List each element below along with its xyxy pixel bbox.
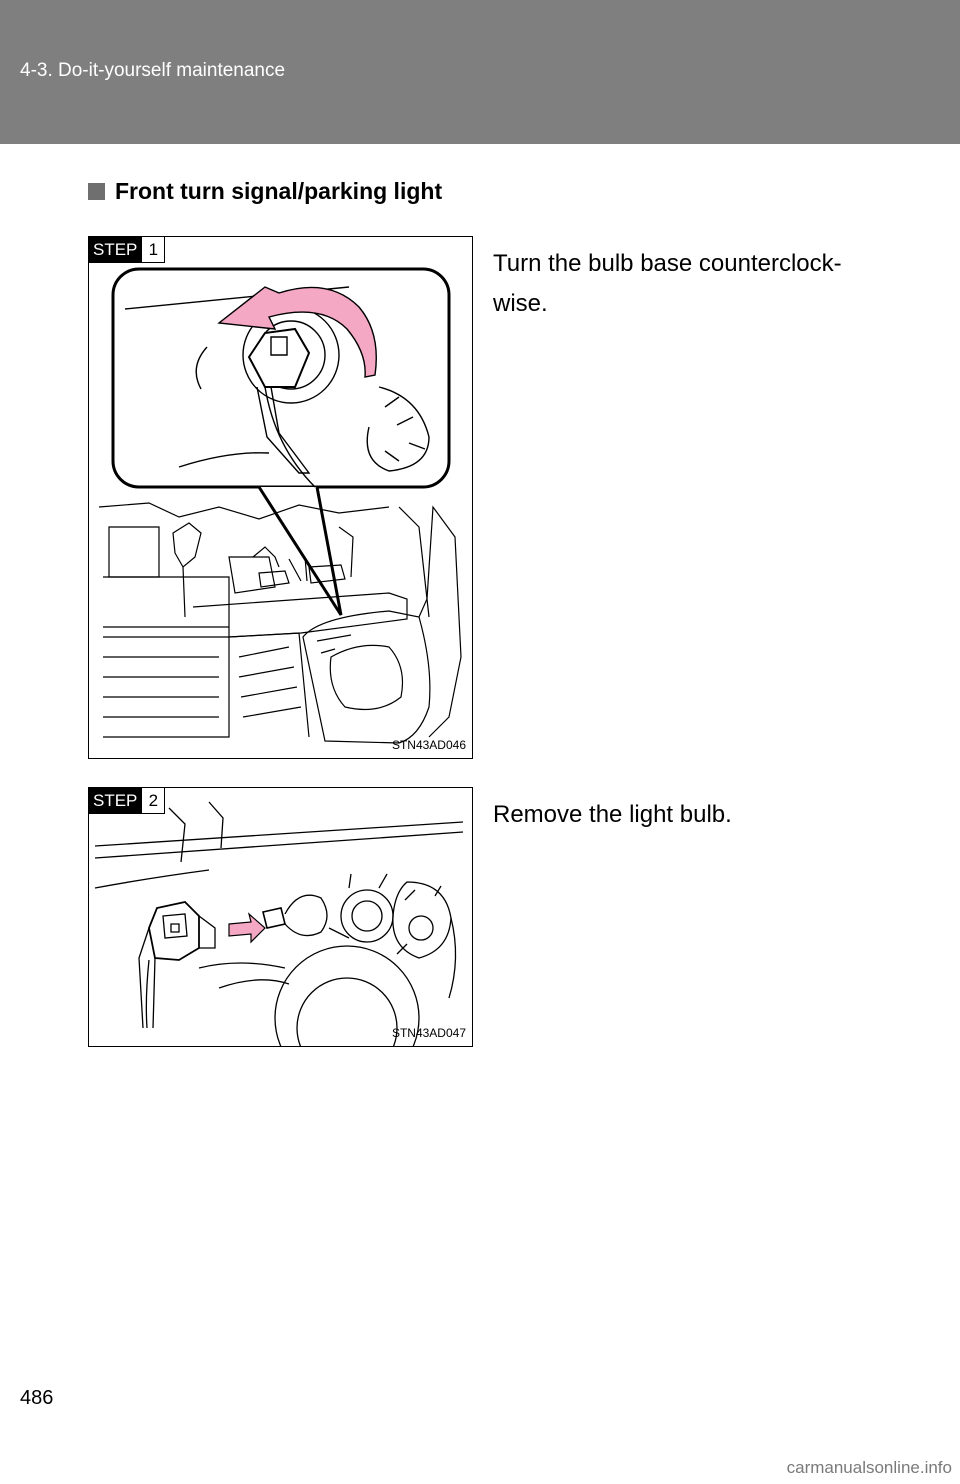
step-number: 1 <box>141 237 166 263</box>
step-2-label: STEP 2 <box>89 788 166 814</box>
step-2-illustration <box>94 801 464 1046</box>
step-1-instruction: Turn the bulb base counterclock- wise. <box>493 244 873 324</box>
step-1-figure: STEP 1 STN43AD046 <box>88 236 473 759</box>
figure-code: STN43AD046 <box>391 738 466 752</box>
step-2-instruction: Remove the light bulb. <box>493 795 873 835</box>
step-2-figure: STEP 2 STN43AD047 <box>88 787 473 1047</box>
figure-code: STN43AD047 <box>391 1026 466 1040</box>
step-1-instruction-line-1: Turn the bulb base counterclock- <box>493 250 842 277</box>
step-1-instruction-line-2: wise. <box>493 290 548 317</box>
step-word: STEP <box>89 237 142 263</box>
step-1-illustration <box>98 267 462 744</box>
step-2-instruction-line-1: Remove the light bulb. <box>493 801 732 828</box>
page-header: 4-3. Do-it-yourself maintenance <box>0 0 960 144</box>
section-heading: Front turn signal/parking light <box>88 178 442 205</box>
step-1-label: STEP 1 <box>89 237 166 263</box>
chapter-title: 4-3. Do-it-yourself maintenance <box>20 60 286 81</box>
bullet-square-icon <box>88 183 105 200</box>
section-heading-text: Front turn signal/parking light <box>115 178 443 204</box>
page-number: 486 <box>20 1387 54 1409</box>
rotate-arrow-icon <box>217 286 377 378</box>
direction-arrow-icon <box>228 912 266 944</box>
watermark-url: carmanualsonline.info <box>786 1458 952 1477</box>
step-word: STEP <box>89 788 142 814</box>
step-number: 2 <box>141 788 166 814</box>
